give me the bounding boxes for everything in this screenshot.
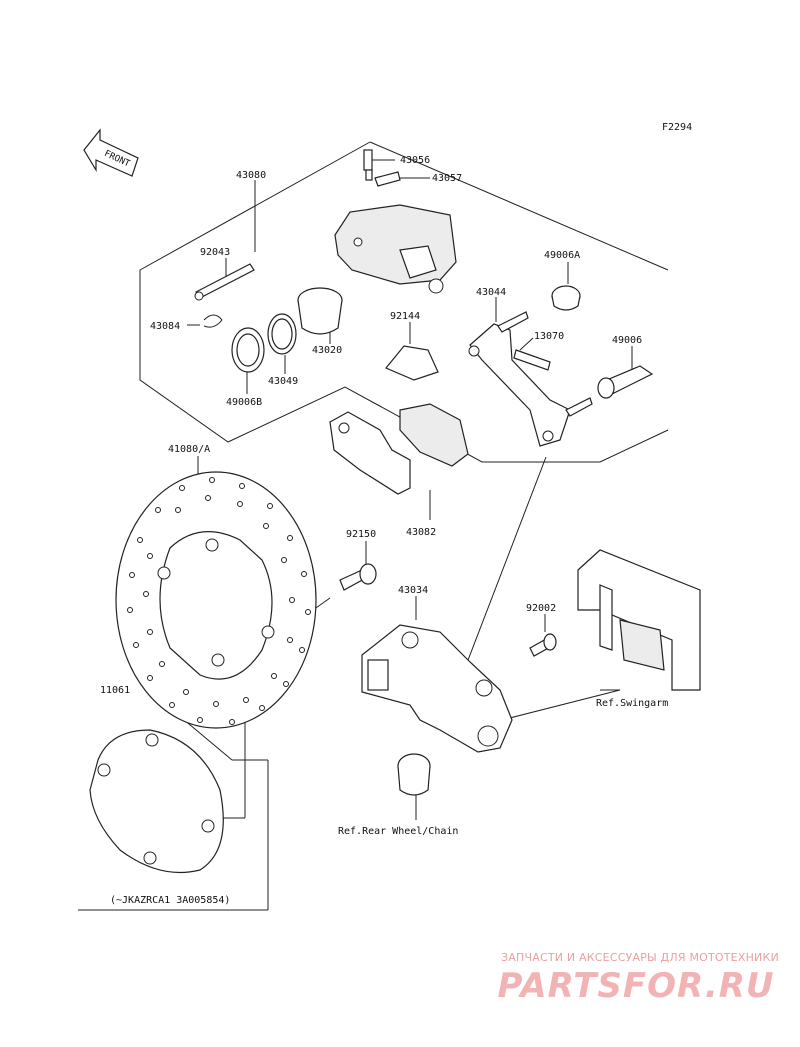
label-92002: 92002 — [526, 603, 556, 614]
ref-swingarm: Ref.Swingarm — [596, 698, 668, 709]
serial-range-note: (~JKAZRCA1 3A005854) — [110, 895, 230, 906]
brake-pads — [329, 403, 469, 495]
swingarm-end — [577, 549, 701, 691]
label-43056: 43056 — [400, 155, 430, 166]
label-92043: 92043 — [200, 247, 230, 258]
label-92144: 92144 — [390, 311, 420, 322]
sleeve-49006 — [597, 365, 654, 399]
caliper-assembly-outline — [139, 141, 669, 463]
bleeder-valve — [363, 149, 373, 181]
label-41080a: 41080/A — [168, 444, 210, 455]
label-43020: 43020 — [312, 345, 342, 356]
watermark-tagline: ЗАПЧАСТИ И АКСЕССУАРЫ ДЛЯ МОТОТЕХНИКИ — [501, 951, 779, 964]
label-11061: 11061 — [100, 685, 130, 696]
caliper-pin — [194, 263, 255, 301]
label-43049: 43049 — [268, 376, 298, 387]
label-49006b: 49006B — [226, 397, 262, 408]
label-43080: 43080 — [236, 170, 266, 181]
piston-seal — [267, 313, 297, 355]
dust-seal — [231, 327, 265, 373]
label-92150: 92150 — [346, 529, 376, 540]
boot-49006a — [551, 285, 581, 311]
caliper-bracket — [468, 311, 593, 447]
ref-rear-wheel-chain: Ref.Rear Wheel/Chain — [338, 826, 458, 837]
label-43084: 43084 — [150, 321, 180, 332]
disc-holes — [127, 477, 311, 725]
caliper-body — [334, 204, 457, 294]
caliper-mount-bracket — [361, 624, 513, 753]
label-43044: 43044 — [476, 287, 506, 298]
label-43057: 43057 — [432, 173, 462, 184]
gasket — [89, 729, 224, 874]
label-49006a: 49006A — [544, 250, 580, 261]
label-13070: 13070 — [534, 331, 564, 342]
retaining-clip — [203, 314, 223, 328]
bracket-bolt — [529, 633, 557, 657]
watermark-logo: PARTSFOR.RU — [497, 966, 775, 1006]
piston — [297, 287, 343, 335]
bracket-plate — [513, 349, 551, 371]
label-43082: 43082 — [406, 527, 436, 538]
brake-disc — [115, 471, 317, 729]
pad-spring — [385, 345, 439, 381]
axle-collar — [397, 753, 431, 796]
disc-bolt — [339, 563, 377, 591]
bleeder-cap — [374, 171, 401, 187]
label-43034: 43034 — [398, 585, 428, 596]
figure-code: F2294 — [662, 122, 692, 133]
front-arrow-icon: FRONT — [83, 128, 139, 177]
label-49006: 49006 — [612, 335, 642, 346]
